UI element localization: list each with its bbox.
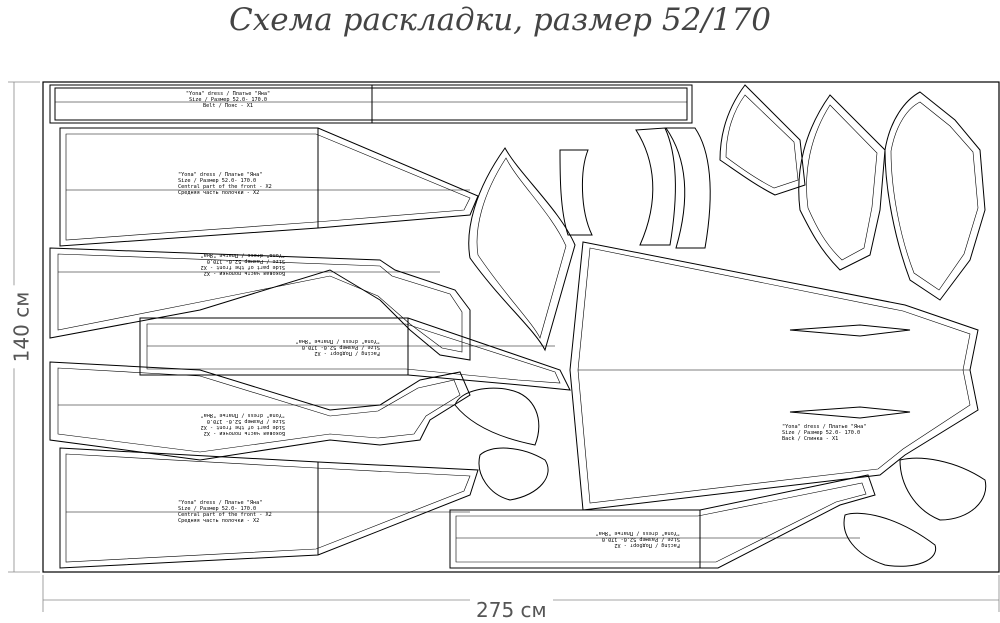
svg-text:"Yona" dress / Платье "Яна": "Yona" dress / Платье "Яна" [178,500,262,506]
svg-text:Belt / Пояс - X1: Belt / Пояс - X1 [203,103,253,109]
svg-text:Size / Размер 52.0- 170.0: Size / Размер 52.0- 170.0 [207,418,285,424]
label-back: "Yona" dress / Платье "Яна" Size / Разме… [782,424,866,442]
fabric-boundary [42,81,1000,573]
svg-text:"Yona" dress / Платье "Яна": "Yona" dress / Платье "Яна" [178,172,262,178]
label-front-side-2: Боковая часть полочки - X2 Side part of … [201,412,285,436]
label-front-center-2: "Yona" dress / Платье "Яна" Size / Разме… [178,500,272,524]
svg-text:"Yona" dress / Платье "Яна": "Yona" dress / Платье "Яна" [201,412,285,418]
svg-text:Size / Размер 52.0- 170.0: Size / Размер 52.0- 170.0 [302,344,380,350]
belt-piece [49,84,693,124]
svg-text:Size / Размер 52.0- 170.0: Size / Размер 52.0- 170.0 [178,178,256,184]
svg-text:Size / Размер 52.0- 170.0: Size / Размер 52.0- 170.0 [207,258,285,264]
svg-text:Central part of the front - X2: Central part of the front - X2 [178,184,272,190]
svg-text:"Yona" dress / Платье "Яна": "Yona" dress / Платье "Яна" [296,338,380,344]
height-dimension-label: 140 см [9,285,34,369]
sleeve-piece-2 [798,94,886,271]
svg-text:Side part of the front - X2: Side part of the front - X2 [201,424,285,430]
label-front-side-1: Боковая часть полочки - X2 Side part of … [201,252,285,276]
svg-text:"Yona" dress / Платье "Яна": "Yona" dress / Платье "Яна" [186,91,270,97]
sleeve-piece-1 [719,84,806,196]
svg-text:Size / Размер 52.0- 170.0: Size / Размер 52.0- 170.0 [782,430,860,436]
svg-text:"Yona" dress / Платье "Яна": "Yona" dress / Платье "Яна" [596,530,680,536]
collar-pieces [559,127,711,249]
svg-text:Средняя часть полочки - X2: Средняя часть полочки - X2 [178,190,259,196]
back-piece [569,241,979,511]
label-facing-2: Facing / Подборт - X2 Size / Размер 52.0… [596,530,680,549]
svg-text:Side part of the front - X2: Side part of the front - X2 [201,264,285,270]
label-facing-1: Facing / Подборт - X2 Size / Размер 52.0… [296,338,380,357]
svg-text:Facing / Подборт - X2: Facing / Подборт - X2 [614,542,680,549]
svg-text:Size / Размер 52.0- 170.0: Size / Размер 52.0- 170.0 [178,506,256,512]
page-title: Схема раскладки, размер 52/170 [229,2,771,38]
label-front-center-1: "Yona" dress / Платье "Яна" Size / Разме… [178,172,272,196]
sleeve-piece-left [468,147,576,352]
svg-text:"Yona" dress / Платье "Яна": "Yona" dress / Платье "Яна" [201,252,285,258]
svg-text:"Yona" dress / Платье "Яна": "Yona" dress / Платье "Яна" [782,424,866,430]
front-center-piece-2 [59,447,479,569]
svg-text:Size / Размер 52.0- 170.0: Size / Размер 52.0- 170.0 [189,97,267,103]
facing-piece-2 [449,474,876,569]
label-belt: "Yona" dress / Платье "Яна" Size / Разме… [186,91,270,109]
front-side-piece-1 [49,247,471,361]
front-center-piece-1 [59,127,479,247]
svg-text:Size / Размер 52.0- 170.0: Size / Размер 52.0- 170.0 [602,536,680,542]
pocket-pieces [454,387,987,567]
svg-text:Боковая часть полочки - X2: Боковая часть полочки - X2 [204,430,285,436]
svg-text:Back / Спинка - X1: Back / Спинка - X1 [782,436,838,442]
svg-text:Боковая часть полочки - X2: Боковая часть полочки - X2 [204,270,285,276]
width-dimension-label: 275 см [470,598,553,622]
sleeve-piece-3 [884,91,986,301]
svg-text:Central part of the front - X2: Central part of the front - X2 [178,512,272,518]
front-side-piece-2 [49,361,471,461]
svg-text:Facing / Подборт - X2: Facing / Подборт - X2 [314,350,380,357]
svg-text:Средняя часть полочки - X2: Средняя часть полочки - X2 [178,518,259,524]
